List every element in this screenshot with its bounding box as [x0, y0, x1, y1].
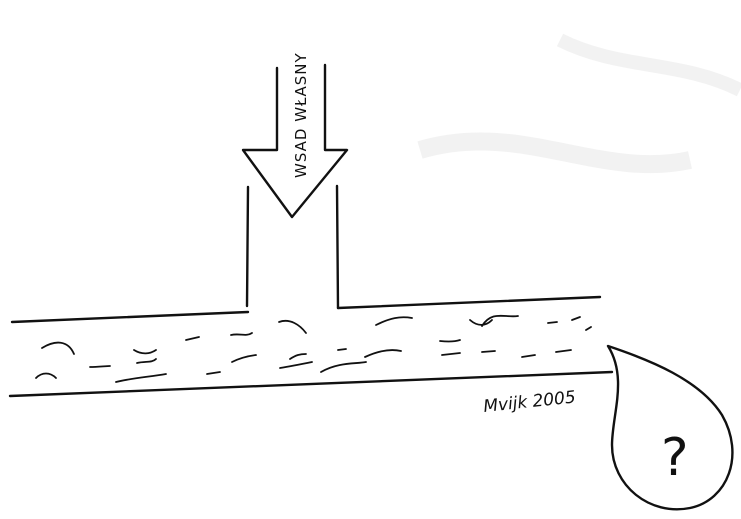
question-drop: ? — [606, 344, 734, 511]
signature-text: Mvijk 2005 — [482, 387, 576, 417]
flow-squiggles — [35, 314, 592, 383]
signature: Mvijk 2005 — [482, 387, 576, 417]
downward-arrow: WSAD WŁASNY — [241, 52, 349, 219]
inlet-pipe — [245, 184, 340, 310]
paper-smudges — [417, 33, 741, 174]
main-pipe — [8, 295, 614, 398]
arrow-label: WSAD WŁASNY — [292, 52, 310, 178]
question-mark: ? — [661, 428, 689, 488]
